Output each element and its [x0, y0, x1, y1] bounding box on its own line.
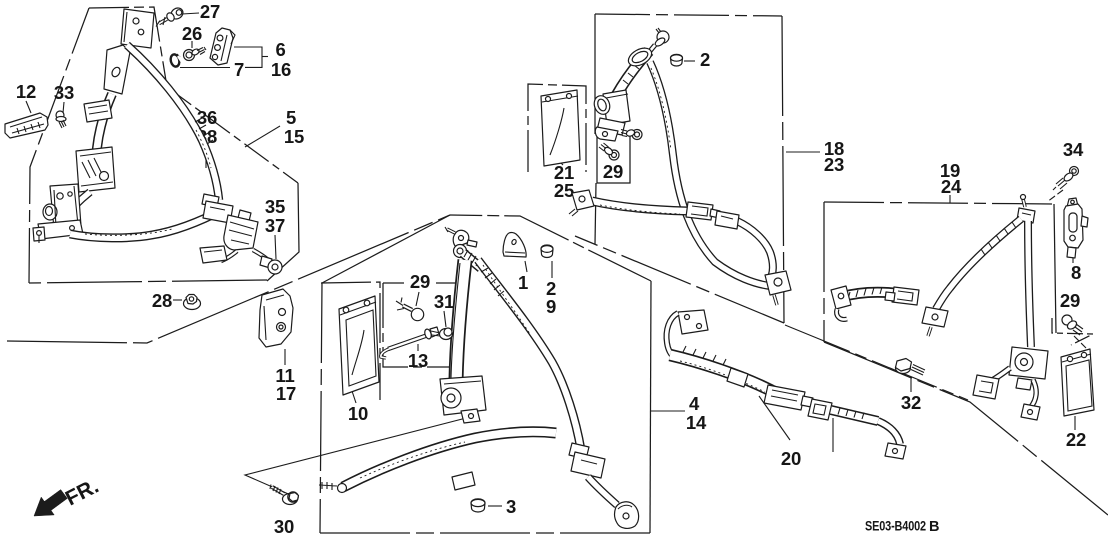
svg-text:33: 33	[54, 82, 74, 103]
svg-text:5: 5	[286, 107, 296, 128]
svg-text:29: 29	[603, 161, 623, 182]
svg-text:27: 27	[200, 1, 220, 22]
svg-text:34: 34	[1063, 139, 1084, 160]
svg-text:23: 23	[824, 154, 844, 175]
svg-text:17: 17	[276, 383, 296, 404]
svg-text:4: 4	[689, 393, 700, 414]
svg-text:16: 16	[271, 59, 291, 80]
svg-text:12: 12	[16, 81, 36, 102]
svg-text:28: 28	[152, 290, 172, 311]
svg-text:2: 2	[700, 49, 710, 70]
svg-text:8: 8	[1071, 262, 1081, 283]
svg-text:19: 19	[940, 160, 960, 181]
svg-text:SE03-B4002: SE03-B4002	[865, 518, 926, 534]
svg-text:6: 6	[275, 39, 285, 60]
svg-text:11: 11	[275, 365, 294, 386]
svg-text:22: 22	[1066, 429, 1086, 450]
svg-text:26: 26	[182, 23, 202, 44]
svg-text:3: 3	[506, 496, 516, 517]
svg-text:30: 30	[274, 516, 294, 537]
svg-text:15: 15	[284, 126, 304, 147]
svg-text:37: 37	[265, 215, 285, 236]
svg-text:2: 2	[546, 278, 556, 299]
svg-text:35: 35	[265, 196, 285, 217]
svg-text:1: 1	[518, 272, 528, 293]
svg-text:7: 7	[234, 59, 244, 80]
svg-text:14: 14	[686, 412, 707, 433]
svg-text:21: 21	[554, 162, 574, 183]
svg-text:13: 13	[408, 350, 428, 371]
svg-text:32: 32	[901, 392, 921, 413]
svg-text:18: 18	[824, 138, 844, 159]
svg-text:20: 20	[781, 448, 801, 469]
svg-text:29: 29	[1060, 290, 1080, 311]
svg-text:10: 10	[348, 403, 368, 424]
svg-text:24: 24	[941, 176, 962, 197]
svg-text:36: 36	[197, 107, 217, 128]
svg-text:9: 9	[546, 296, 556, 317]
svg-text:31: 31	[434, 291, 454, 312]
svg-text:B: B	[929, 519, 939, 535]
svg-text:25: 25	[554, 180, 574, 201]
svg-text:29: 29	[410, 271, 430, 292]
